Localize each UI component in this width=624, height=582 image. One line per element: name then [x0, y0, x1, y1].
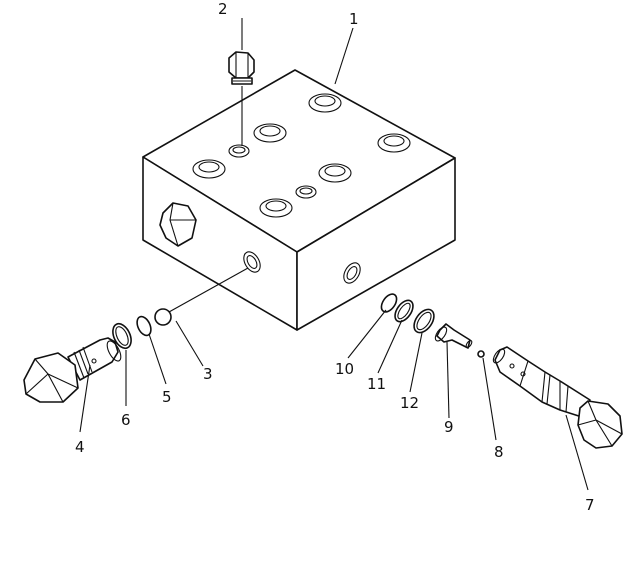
part-2-fitting [228, 51, 255, 146]
leader-lines [79, 18, 589, 491]
hex-plug [159, 202, 197, 247]
callout-8: 8 [494, 443, 504, 461]
callout-4: 4 [75, 438, 85, 456]
part-12-o-ring [413, 308, 435, 334]
valve-block [142, 69, 456, 331]
top-face-ports [192, 93, 411, 218]
callout-12: 12 [400, 394, 419, 412]
part-7-spool [492, 346, 623, 449]
part-8-small-ball [477, 350, 485, 358]
callout-1: 1 [349, 10, 359, 28]
callout-10: 10 [335, 360, 354, 378]
callout-2: 2 [218, 0, 228, 18]
part-6-o-ring [112, 322, 132, 350]
callout-3: 3 [203, 365, 213, 383]
part-9-poppet [434, 323, 473, 349]
side-ports [243, 251, 361, 284]
callout-5: 5 [162, 388, 172, 406]
callout-labels: 1 2 3 4 5 6 7 8 9 10 11 12 [75, 0, 595, 514]
callout-6: 6 [121, 411, 131, 429]
callout-7: 7 [585, 496, 595, 514]
callout-9: 9 [444, 418, 454, 436]
part-3-ball [154, 267, 249, 326]
part-10-o-ring [380, 293, 398, 313]
part-4-plug [23, 337, 122, 403]
part-11-o-ring [394, 299, 414, 323]
part-5-o-ring [136, 315, 152, 337]
callout-11: 11 [367, 375, 386, 393]
